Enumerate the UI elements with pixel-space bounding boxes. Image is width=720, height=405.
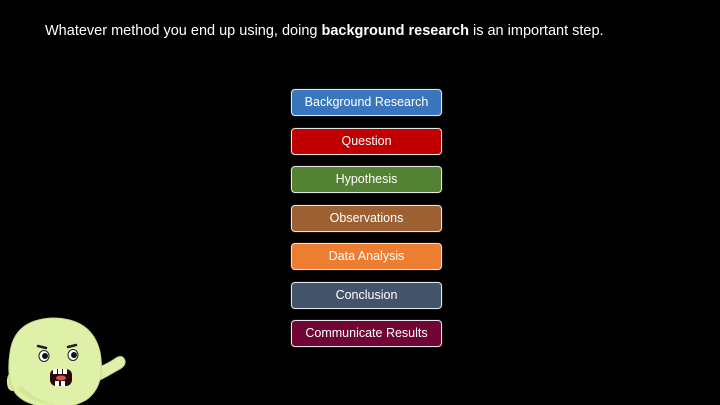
intro-text-after: is an important step. <box>468 23 604 39</box>
green-blob-character-icon <box>6 317 126 405</box>
step-question[interactable]: Question <box>291 127 442 155</box>
intro-text-before: Whatever method you end up using, doing <box>45 23 322 39</box>
step-data-analysis[interactable]: Data Analysis <box>291 243 442 270</box>
step-background-research[interactable]: Background Research <box>291 89 442 116</box>
step-conclusion[interactable]: Conclusion <box>291 281 442 309</box>
step-hypothesis[interactable]: Hypothesis <box>291 166 442 193</box>
step-communicate-results[interactable]: Communicate Results <box>291 320 442 347</box>
intro-text-emphasis: background research <box>321 23 469 39</box>
intro-text: Whatever method you end up using, doing … <box>45 21 685 41</box>
step-observations[interactable]: Observations <box>291 204 442 232</box>
